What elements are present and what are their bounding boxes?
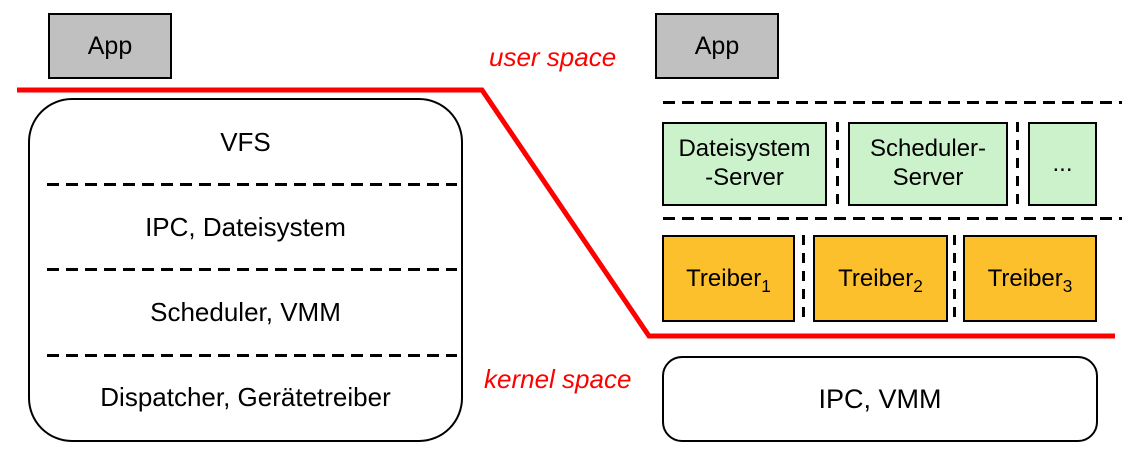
- server-separator-1: [836, 122, 839, 206]
- microkernel-separator-app-servers: [663, 101, 1122, 104]
- driver-label-2: Treiber2: [838, 264, 923, 296]
- driver-label-1: Treiber1: [686, 264, 771, 296]
- driver-box-2: Treiber2: [813, 235, 948, 322]
- driver-1-subscript: 1: [761, 275, 771, 296]
- microkernel-kernel-box: IPC, VMM: [662, 356, 1098, 442]
- driver-label-3: Treiber3: [987, 264, 1073, 296]
- kernel-layer-ipc-dateisystem: IPC, Dateisystem: [145, 212, 346, 242]
- monolithic-app-box: App: [48, 13, 172, 79]
- user-space-label: user space: [489, 42, 617, 72]
- driver-3-subscript: 3: [1062, 275, 1073, 296]
- kernel-layer-scheduler-vmm: Scheduler, VMM: [150, 297, 341, 327]
- microkernel-app-label: App: [694, 31, 740, 60]
- driver-box-1: Treiber1: [662, 235, 795, 322]
- kernel-space-label: kernel space: [484, 364, 632, 394]
- server-box-ellipsis: ...: [1028, 122, 1097, 206]
- monolith-layer-separator-2: [47, 268, 457, 271]
- kernel-layer-dispatcher-geraetetreiber: Dispatcher, Gerätetreiber: [100, 382, 391, 412]
- monolithic-app-label: App: [87, 31, 133, 60]
- monolith-layer-separator-1: [47, 183, 457, 186]
- microkernel-separator-servers-drivers: [663, 217, 1122, 220]
- microkernel-kernel-label: IPC, VMM: [818, 383, 942, 414]
- server-box-scheduler: Scheduler- Server: [848, 122, 1008, 206]
- server-box-dateisystem: Dateisystem -Server: [662, 122, 827, 206]
- driver-separator-1: [802, 235, 805, 322]
- driver-2-subscript: 2: [913, 275, 923, 296]
- monolith-layer-separator-3: [47, 354, 457, 357]
- kernel-layer-vfs: VFS: [220, 127, 271, 157]
- driver-box-3: Treiber3: [963, 235, 1097, 322]
- server-separator-2: [1016, 122, 1019, 206]
- microkernel-app-box: App: [655, 13, 779, 79]
- driver-separator-2: [953, 235, 956, 322]
